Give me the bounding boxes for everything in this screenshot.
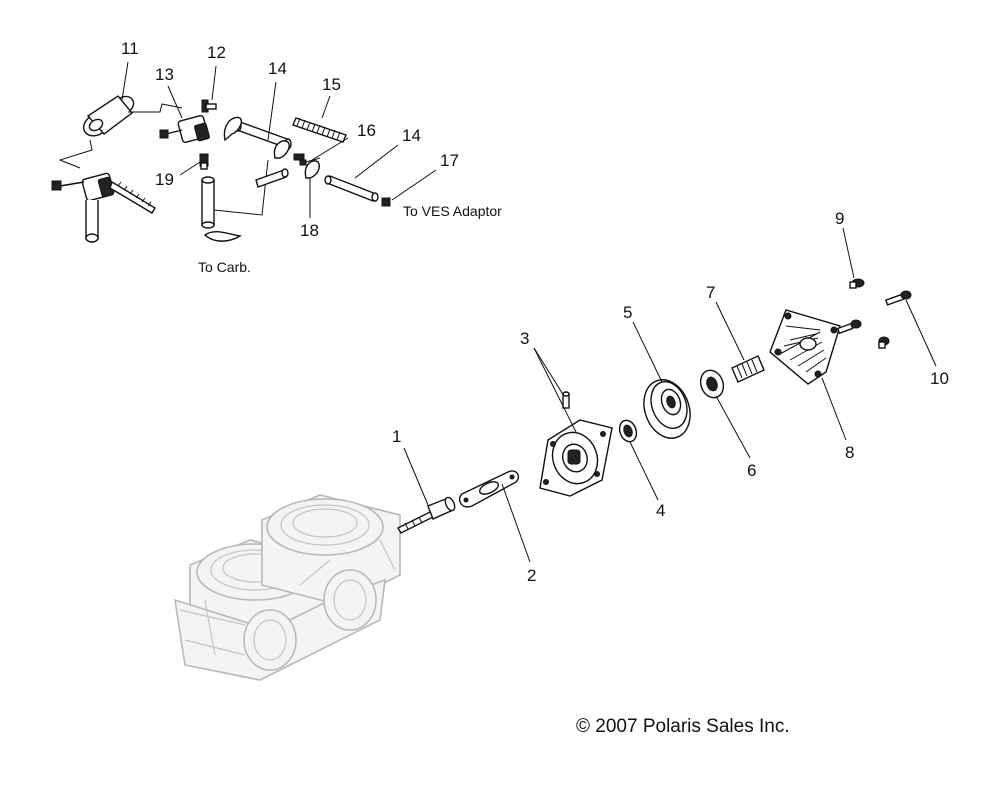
callout-2: 2 [527, 566, 536, 585]
valve-assembly [397, 278, 912, 534]
part-3-base [539, 419, 613, 497]
part-12-screw [201, 99, 217, 113]
part-18-clamp [304, 160, 320, 179]
part-14-hose-lower [324, 175, 379, 202]
part-3-pin [562, 391, 570, 409]
hose-clamp-left [223, 116, 242, 142]
leader-lines [121, 61, 937, 563]
part-5-diaphragm [643, 379, 691, 439]
note-to-ves-adaptor: To VES Adaptor [403, 203, 502, 219]
part-9-screw [849, 278, 865, 289]
hose-short-middle [255, 168, 289, 188]
callout-4: 4 [656, 501, 665, 520]
part-10-screw [884, 290, 912, 306]
callout-13: 13 [155, 65, 174, 84]
callout-17: 17 [440, 151, 459, 170]
callout-15: 15 [322, 75, 341, 94]
callout-1: 1 [392, 427, 401, 446]
carb-clip [203, 231, 242, 242]
part-10-screw-2 [878, 336, 890, 349]
callout-labels: 11 12 13 14 15 16 14 17 19 18 1 2 3 4 5 … [121, 39, 949, 585]
callout-9: 9 [835, 209, 844, 228]
callout-11: 11 [121, 39, 139, 58]
part-15-spring [292, 117, 347, 143]
callout-7: 7 [706, 283, 715, 302]
callout-12: 12 [207, 43, 226, 62]
engine-block-ghost [174, 494, 401, 681]
part-6-retainer [699, 369, 725, 399]
part-8-cover [769, 309, 841, 385]
part-1-valve-stem [397, 496, 456, 534]
callout-16: 16 [357, 121, 376, 140]
part-13-valve [159, 114, 210, 144]
callout-3: 3 [520, 329, 529, 348]
callout-6: 6 [747, 461, 756, 480]
part-11-connector [82, 95, 135, 137]
part-9-screw-2 [836, 319, 862, 335]
solenoid-assembly [51, 172, 156, 243]
note-to-carb: To Carb. [198, 259, 251, 275]
part-17-cap [381, 197, 391, 207]
hose-to-carb [201, 176, 215, 229]
part-4-seal [618, 419, 638, 443]
callout-14-upper: 14 [268, 59, 287, 78]
hose-assembly [51, 95, 391, 243]
callout-14-lower: 14 [402, 126, 421, 145]
callout-18: 18 [300, 221, 319, 240]
part-2-gasket [458, 470, 520, 508]
part-16-tee [293, 153, 321, 166]
part-7-spring [731, 355, 765, 383]
callout-19: 19 [155, 170, 174, 189]
copyright-text: © 2007 Polaris Sales Inc. [576, 716, 790, 737]
part-19-fitting [199, 153, 209, 170]
callout-5: 5 [623, 303, 632, 322]
callout-10: 10 [930, 369, 949, 388]
callout-8: 8 [845, 443, 854, 462]
